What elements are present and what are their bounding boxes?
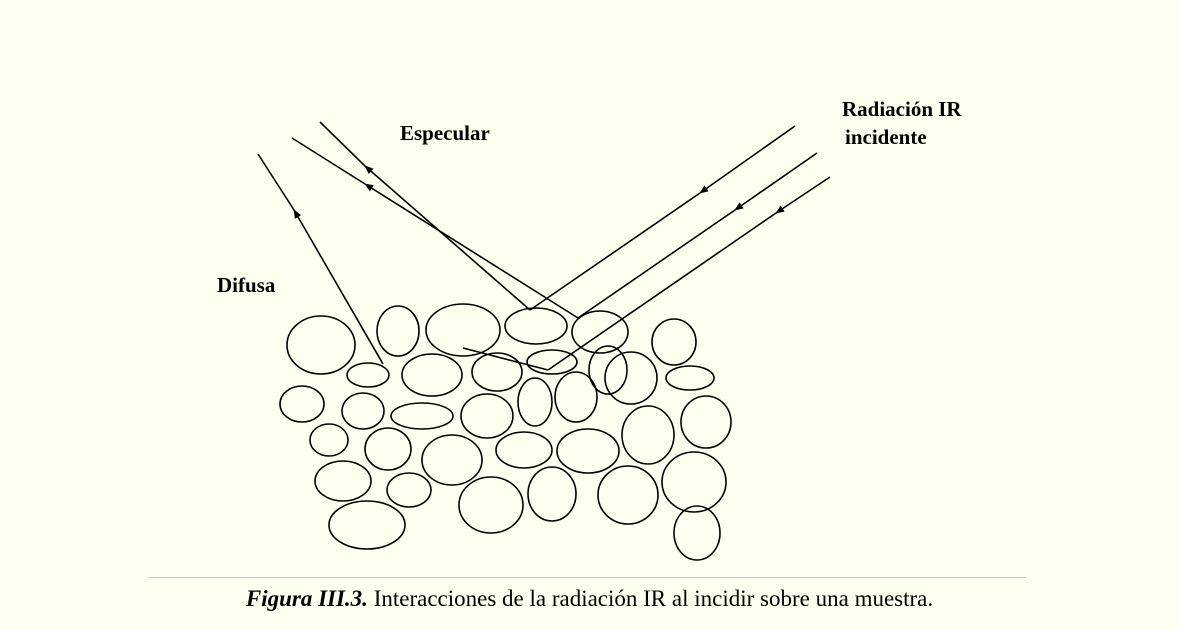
particle <box>471 352 523 392</box>
particle <box>314 460 372 502</box>
particle <box>401 353 463 397</box>
specular-ray <box>319 121 366 167</box>
particle <box>554 371 598 423</box>
particle <box>376 305 420 357</box>
particle <box>527 466 577 522</box>
particle <box>346 362 390 388</box>
incident-rays <box>529 125 831 371</box>
particle <box>495 431 553 469</box>
particle <box>386 472 432 508</box>
particle <box>571 310 629 354</box>
particle <box>517 377 553 427</box>
incident-ray <box>734 152 818 211</box>
specular-ray <box>364 165 531 311</box>
particle <box>286 315 356 375</box>
particle <box>364 427 412 471</box>
diffuse-ray <box>293 209 384 365</box>
caption-text: Interacciones de la radiación IR al inci… <box>367 586 934 611</box>
particle <box>651 318 697 366</box>
figure-caption: Figura III.3. Interacciones de la radiac… <box>0 584 1179 614</box>
particle <box>680 395 732 449</box>
specular-label: Especular <box>400 121 490 145</box>
incident-radiation-label-line2: incidente <box>845 125 927 149</box>
incident-ray <box>775 176 831 214</box>
particle <box>661 451 727 513</box>
diffuse-rays <box>257 153 549 371</box>
particle <box>665 365 715 391</box>
specular-ray <box>364 183 579 319</box>
particle <box>309 423 349 457</box>
particle <box>390 402 454 430</box>
sample-particles <box>279 303 732 561</box>
incident-ray <box>577 209 736 319</box>
incident-radiation-label: Radiación IR incidente <box>842 95 962 151</box>
incident-ray <box>529 192 701 311</box>
incident-ray <box>699 125 796 194</box>
incident-radiation-label-line1: Radiación IR <box>842 97 962 121</box>
particle <box>621 405 675 465</box>
particle <box>460 393 514 439</box>
particle <box>597 465 659 525</box>
particle <box>279 385 325 423</box>
particle <box>673 505 721 561</box>
caption-divider <box>148 577 1026 578</box>
particle <box>458 476 524 534</box>
particle <box>341 392 385 430</box>
particle <box>526 349 578 375</box>
figure-number: Figura III.3. <box>245 586 368 611</box>
diffuse-ray <box>462 347 549 371</box>
specular-rays <box>291 121 579 319</box>
particle <box>504 307 568 345</box>
particle <box>328 500 406 550</box>
diffuse-label: Difusa <box>217 273 276 297</box>
particle <box>421 434 483 486</box>
particle <box>588 345 628 395</box>
diffuse-ray <box>257 153 295 211</box>
specular-ray <box>291 137 366 185</box>
incident-ray <box>547 212 777 371</box>
particle <box>604 351 658 405</box>
particle <box>556 428 620 474</box>
particle <box>425 303 501 357</box>
